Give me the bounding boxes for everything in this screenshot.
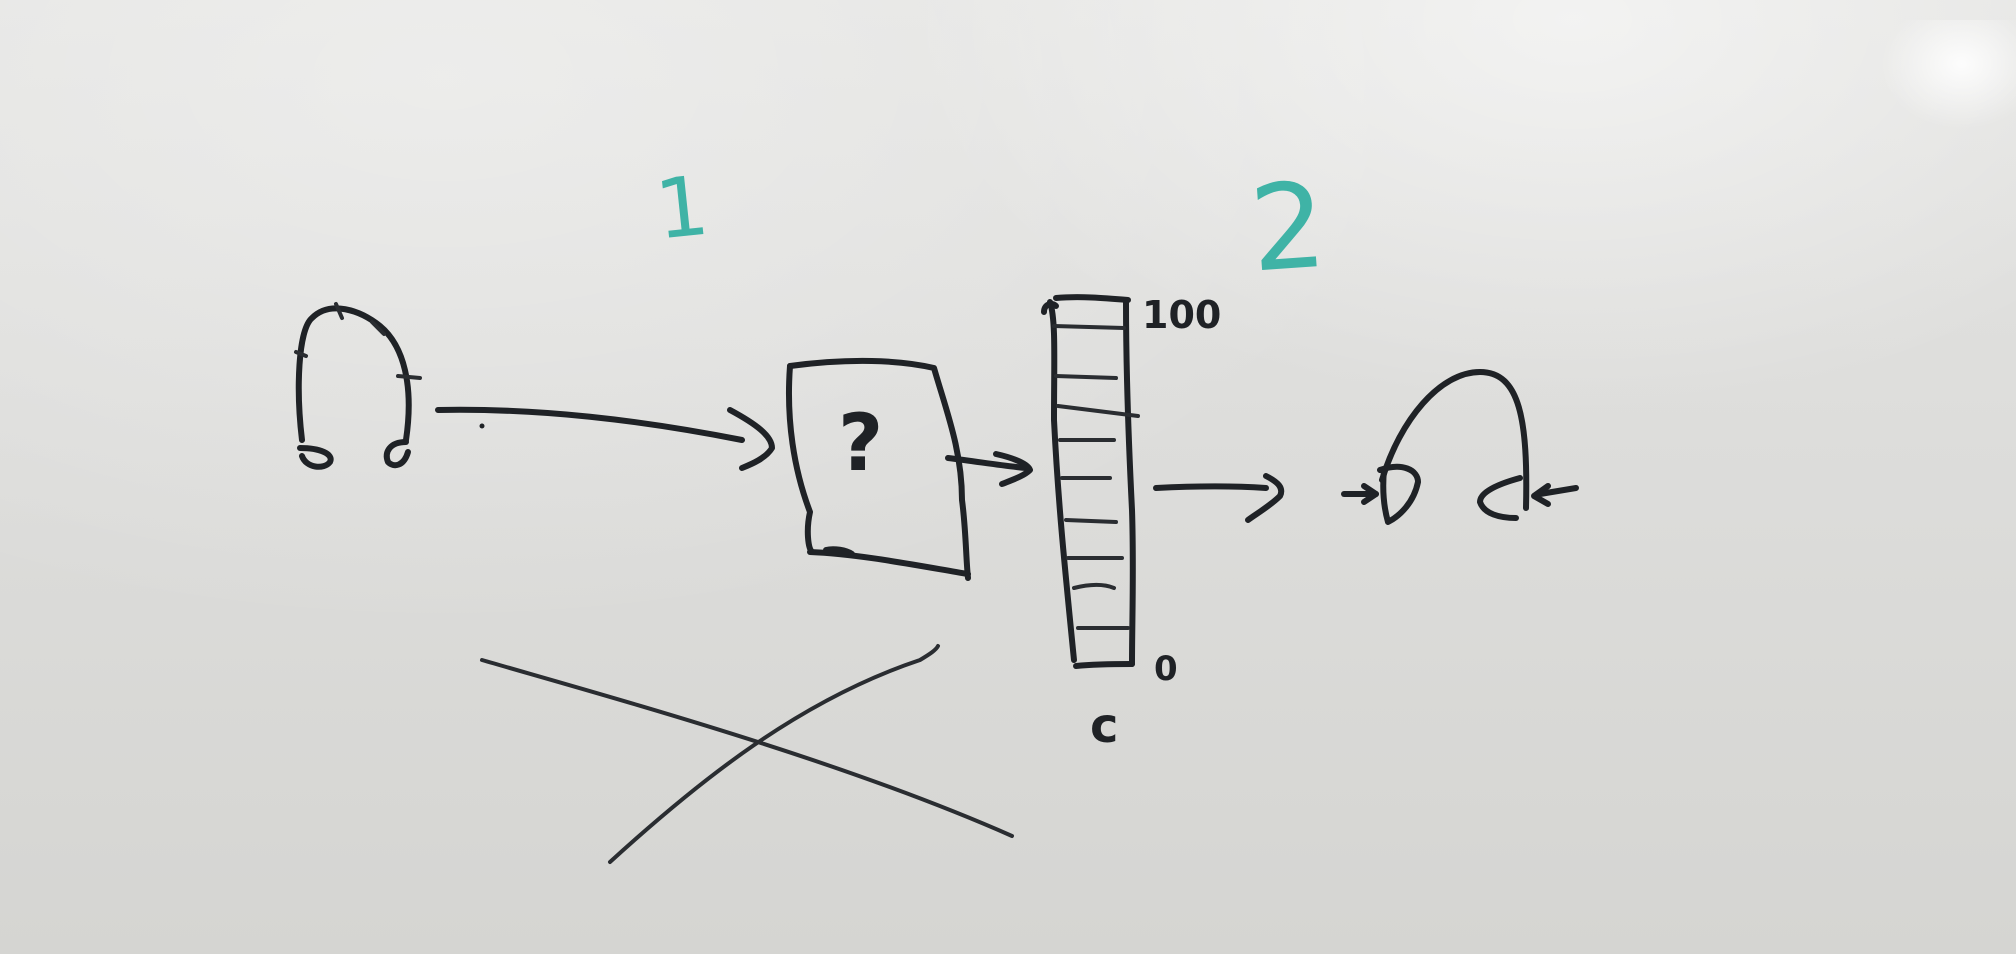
vertical-scale	[1041, 294, 1140, 669]
input-arch-sketch	[294, 302, 422, 470]
output-arch-sketch	[1341, 369, 1579, 525]
light-glare	[1880, 20, 2016, 130]
unknown-box	[785, 357, 971, 581]
scale-bottom-label: 0	[1154, 649, 1178, 689]
crossed-out-lines	[480, 644, 1014, 864]
arrow-to-box	[435, 406, 775, 471]
box-question-mark: ?	[838, 399, 883, 489]
scale-top-label: 100	[1142, 293, 1221, 337]
step-label-2: 2	[1246, 156, 1331, 299]
arrow-to-output	[1153, 473, 1285, 523]
scale-unit-label: c	[1090, 698, 1118, 754]
arrow-to-scale	[945, 451, 1033, 487]
step-label-1: 1	[651, 159, 713, 259]
